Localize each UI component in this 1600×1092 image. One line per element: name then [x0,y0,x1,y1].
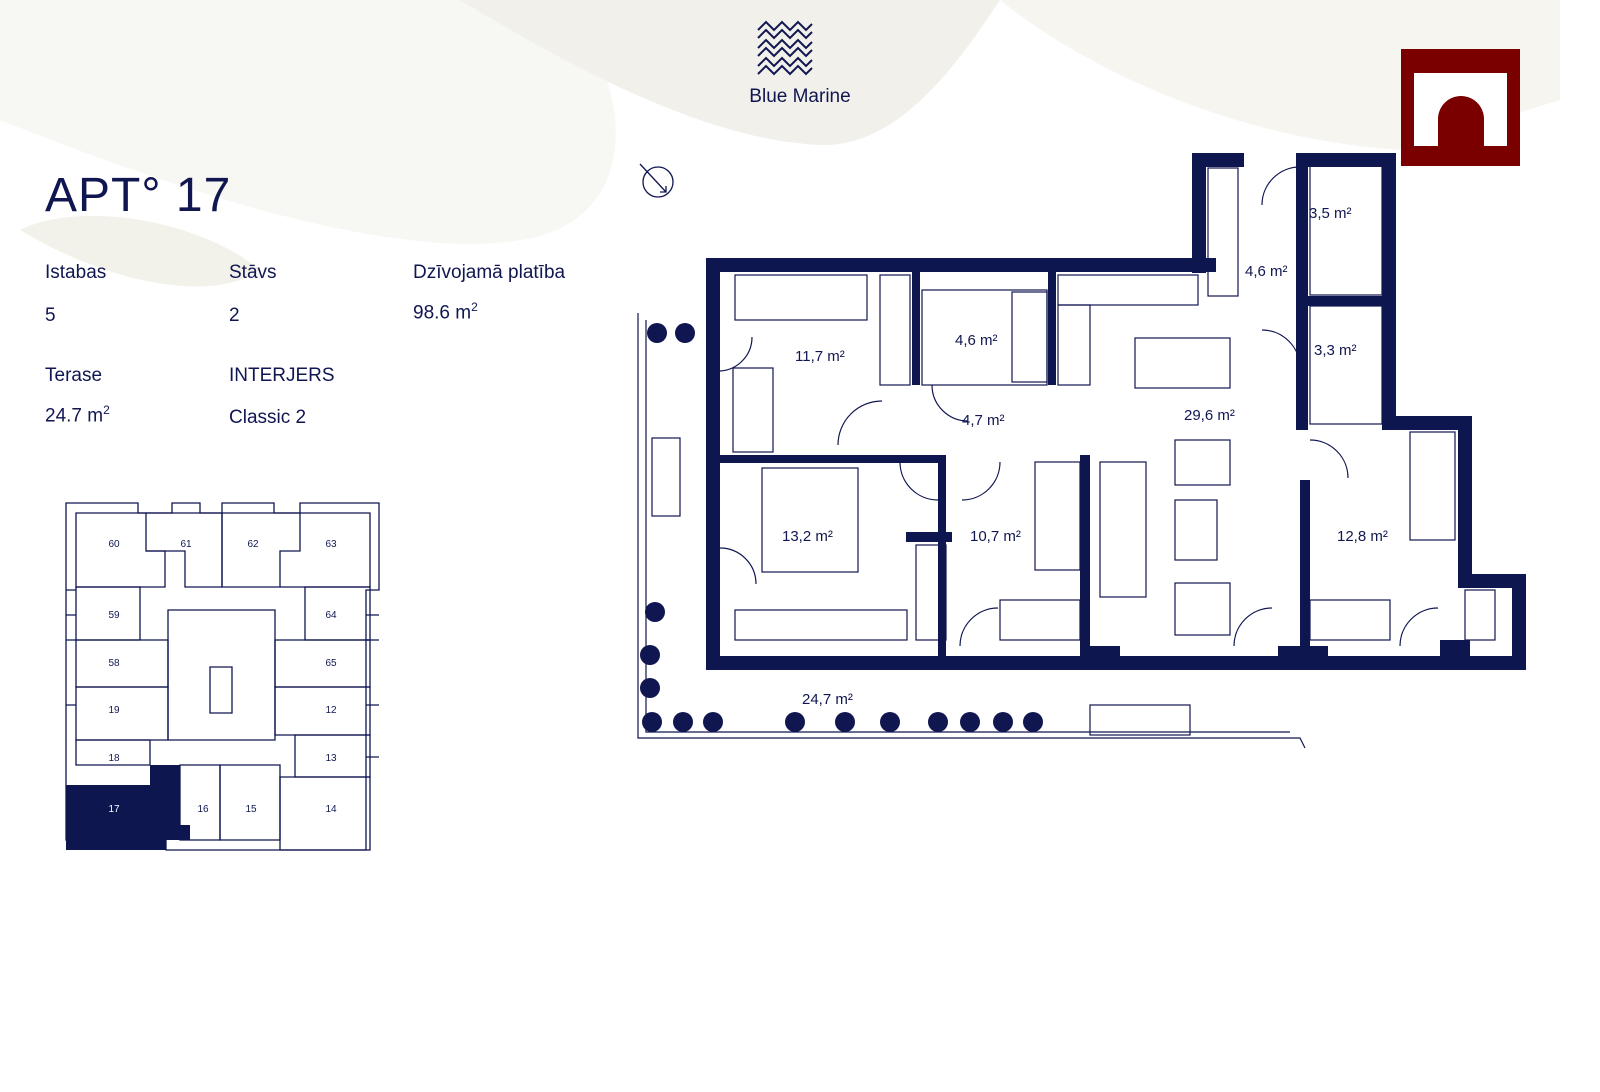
compass-north-icon [639,163,674,198]
living-area-label: Dzīvojamā platība [413,262,566,283]
living-area-value: 98.6 m2 [413,300,478,324]
floor-label: Stāvs [229,262,277,283]
unit-17: 17 [108,804,120,815]
unit-16: 16 [197,804,209,815]
room-area-living: 29,6 m² [1184,407,1235,424]
unit-19: 19 [108,705,120,716]
room-area-bedroom-4: 12,8 m² [1337,528,1388,545]
rooms-label: Istabas [45,262,107,283]
brand-name: Blue Marine [749,86,851,107]
room-area-bathroom: 4,6 m² [955,332,998,349]
unit-62: 62 [247,539,259,550]
room-area-terrace: 24,7 m² [802,691,853,708]
room-area-wc: 3,5 m² [1309,205,1352,222]
developer-logo-icon [1401,49,1520,166]
terrace-label: Terase [45,365,103,386]
room-area-bedroom-3: 10,7 m² [970,528,1021,545]
plants [640,323,1043,732]
blue-marine-logo-icon [757,20,813,76]
apartment-title: APT° 17 [45,169,232,222]
terrace-value: 24.7 m2 [45,403,110,427]
unit-13: 13 [325,753,337,764]
selected-unit-17 [66,765,190,850]
floor-value: 2 [229,305,240,326]
interior-label: INTERJERS [229,365,335,386]
site-plan: 60 61 62 63 59 64 58 65 19 12 18 13 17 1… [65,502,380,851]
unit-61: 61 [180,539,192,550]
unit-15: 15 [245,804,257,815]
rooms-value: 5 [45,305,56,326]
unit-18: 18 [108,753,120,764]
unit-12: 12 [325,705,337,716]
unit-59: 59 [108,610,120,621]
unit-64: 64 [325,610,337,621]
room-area-utility: 3,3 m² [1314,342,1357,359]
room-area-hall: 4,7 m² [962,412,1005,429]
interior-value: Classic 2 [229,407,307,428]
room-area-bedroom-1: 11,7 m² [795,348,845,365]
unit-65: 65 [325,658,337,669]
unit-14: 14 [325,804,337,815]
unit-58: 58 [108,658,120,669]
room-area-entry: 4,6 m² [1245,263,1288,280]
room-area-bedroom-2: 13,2 m² [782,528,833,545]
unit-60: 60 [108,539,120,550]
unit-63: 63 [325,539,337,550]
